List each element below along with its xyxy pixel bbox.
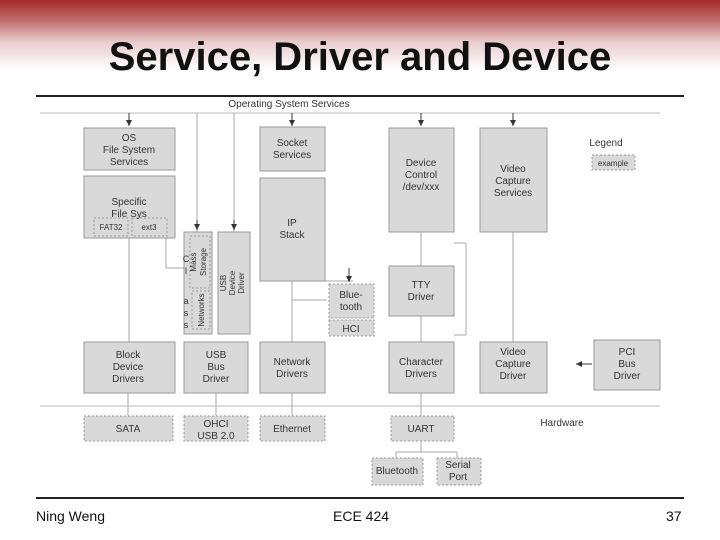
device-control-line-3: /dev/xxx <box>403 182 440 193</box>
video-driver-line-3: Driver <box>500 371 527 382</box>
class-letter-c: C <box>183 254 190 264</box>
specific-fs-line-1: Specific <box>111 197 146 208</box>
mass-storage-box <box>189 235 211 289</box>
block-line-2: Device <box>113 362 144 373</box>
socket-line-2: Services <box>273 150 311 161</box>
video-capture-services-line-3: Services <box>494 188 532 199</box>
mass-storage-line-2: Storage <box>199 247 208 276</box>
usb-bus-line-1: USB <box>206 350 227 361</box>
page-number: 37 <box>666 508 682 524</box>
character-drivers-line-1: Character <box>399 357 444 368</box>
character-drivers-line-2: Drivers <box>405 369 437 380</box>
video-capture-services-line-2: Capture <box>495 176 531 187</box>
ext3-box <box>131 217 168 237</box>
tty-driver-box <box>388 265 455 317</box>
network-drivers-line-1: Network <box>274 357 312 368</box>
serial-line-2: Port <box>449 472 468 483</box>
class-letter-a: a <box>183 296 188 306</box>
usb-device-line-3: Driver <box>237 272 246 294</box>
device-control-line-2: Control <box>405 170 437 181</box>
top-rule <box>36 95 684 97</box>
bluetooth-mid-line-1: Blue- <box>339 290 362 301</box>
block-line-3: Drivers <box>112 374 144 385</box>
specific-fs-line-2: File Sys <box>111 209 147 220</box>
pci-line-3: Driver <box>614 371 641 382</box>
os-fs-line-1: OS <box>122 133 137 144</box>
fat32-label: FAT32 <box>100 223 124 232</box>
legend-example-box <box>591 154 636 171</box>
usb-bus-driver-box <box>183 341 249 394</box>
ip-stack-line-1: IP <box>287 218 297 229</box>
bottom-rule <box>36 497 684 499</box>
os-file-system-box <box>83 127 176 171</box>
video-driver-line-1: Video <box>500 347 526 358</box>
sata-label: SATA <box>116 424 141 435</box>
device-control-box <box>388 127 455 233</box>
os-fs-line-3: Services <box>110 157 148 168</box>
serial-port-box <box>436 457 482 486</box>
usb-device-driver-box <box>217 231 251 335</box>
usb-device-line-1: USB <box>219 275 228 291</box>
usb-device-line-2: Device <box>228 270 237 295</box>
class-letter-l: l <box>185 266 187 276</box>
hci-box <box>328 319 375 337</box>
mass-storage-line-1: Mass <box>189 252 198 271</box>
class-letter-s1: s <box>184 308 189 318</box>
ext3-label: ext3 <box>141 223 157 232</box>
socket-services-box <box>259 126 326 172</box>
block-device-drivers-box <box>83 341 176 394</box>
video-capture-services-line-1: Video <box>500 164 526 175</box>
ethernet-label: Ethernet <box>273 424 311 435</box>
bluetooth-box <box>328 283 375 319</box>
arrows <box>126 113 592 367</box>
bluetooth-hw-box <box>371 457 424 486</box>
pci-line-2: Bus <box>618 359 635 370</box>
class-letter-s2: s <box>184 320 189 330</box>
video-capture-driver-box <box>479 341 548 394</box>
ohci-line-2: USB 2.0 <box>197 431 235 442</box>
pci-line-1: PCI <box>619 347 636 358</box>
legend-label: Legend <box>589 138 622 149</box>
fat32-box <box>93 217 129 237</box>
title-gradient-band <box>0 0 720 70</box>
uart-label: UART <box>407 424 434 435</box>
ip-stack-box <box>259 177 326 282</box>
footer-course: ECE 424 <box>333 508 390 524</box>
ethernet-box <box>259 415 326 442</box>
footer-author: Ning Weng <box>36 508 106 524</box>
network-drivers-box <box>259 341 326 394</box>
video-driver-line-2: Capture <box>495 359 531 370</box>
bluetooth-mid-line-2: tooth <box>340 302 362 313</box>
networks-box <box>191 290 211 330</box>
video-capture-services-box <box>479 127 548 233</box>
device-control-line-1: Device <box>406 158 437 169</box>
os-fs-line-2: File System <box>103 145 155 156</box>
networks-label: Networks <box>197 293 206 326</box>
bluetooth-hw-label: Bluetooth <box>376 466 418 477</box>
legend-example-label: example <box>598 159 629 168</box>
uart-box <box>390 415 455 442</box>
serial-line-1: Serial <box>445 460 471 471</box>
hci-label: HCI <box>342 324 359 335</box>
character-drivers-box <box>388 341 455 394</box>
pci-bus-driver-box <box>593 339 661 391</box>
os-services-label: Operating System Services <box>228 99 349 110</box>
socket-line-1: Socket <box>277 138 308 149</box>
ohci-line-1: OHCI <box>204 419 229 430</box>
network-drivers-line-2: Drivers <box>276 369 308 380</box>
tty-line-1: TTY <box>412 280 431 291</box>
block-line-1: Block <box>116 350 141 361</box>
sata-box <box>83 415 174 442</box>
ip-stack-line-2: Stack <box>279 230 305 241</box>
tty-line-2: Driver <box>408 292 435 303</box>
usb-bus-line-3: Driver <box>203 374 230 385</box>
usb-bus-line-2: Bus <box>207 362 224 373</box>
ohci-usb-box <box>183 415 249 442</box>
slide-title: Service, Driver and Device <box>108 35 612 79</box>
hardware-label: Hardware <box>540 418 584 429</box>
